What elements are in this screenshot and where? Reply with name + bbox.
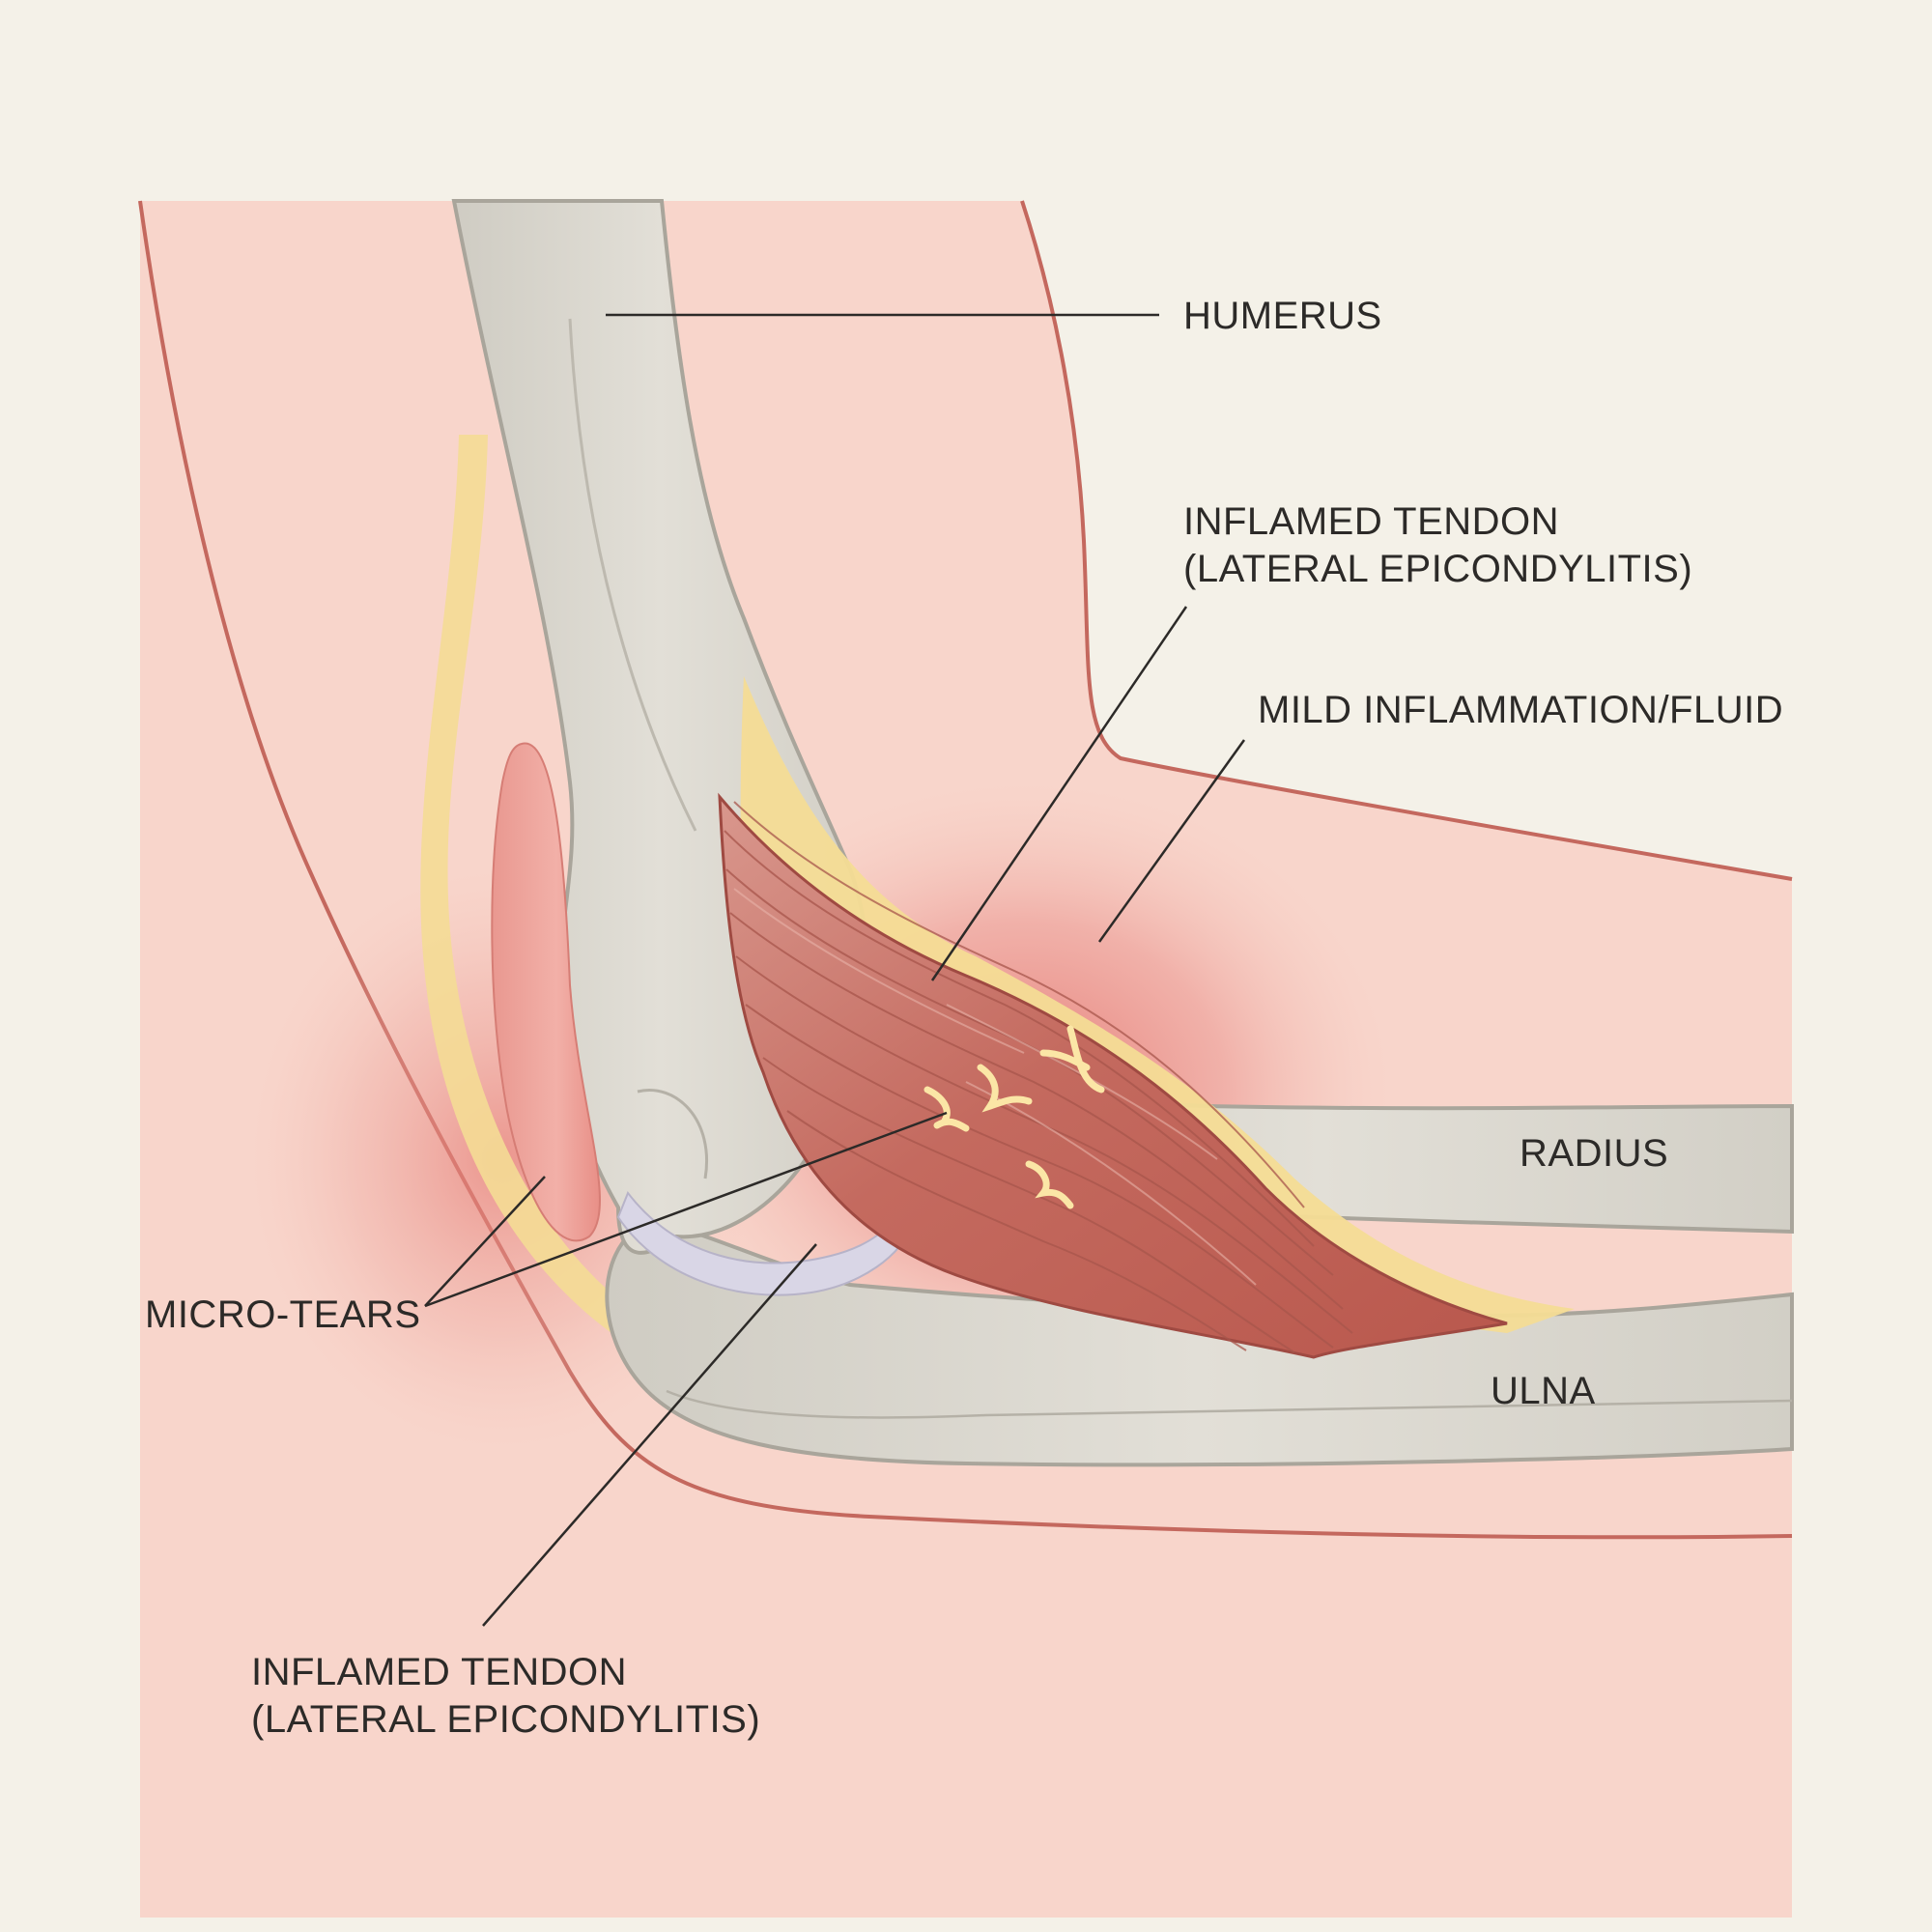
humerus-condyle-contour — [637, 1089, 708, 1179]
leader-fluid — [1097, 739, 1246, 943]
label-tendon-lower-line2: (LATERAL EPICONDYLITIS) — [251, 1698, 760, 1741]
posterior-bursa — [491, 742, 601, 1242]
leader-tendon-lower — [482, 1243, 817, 1627]
humerus-shaft-highlight — [568, 318, 697, 832]
micro-tear-3 — [923, 1086, 970, 1132]
leader-tendon-upper — [930, 606, 1188, 981]
label-fluid: MILD INFLAMMATION/FLUID — [1258, 689, 1783, 731]
arm-outline-anterior — [1020, 200, 1793, 881]
micro-tear-marks — [923, 1025, 1105, 1209]
synovial-sheath-posterior — [420, 435, 638, 1338]
ulna-inner-contour — [666, 1389, 1793, 1419]
label-tendon-lower-line1: INFLAMED TENDON — [251, 1651, 627, 1693]
label-micro-tears: MICRO-TEARS — [145, 1293, 421, 1336]
micro-tear-1 — [1039, 1025, 1105, 1094]
leader-microtears-b — [424, 1111, 948, 1308]
label-tendon-upper-line1: INFLAMED TENDON — [1183, 500, 1559, 543]
label-humerus: HUMERUS — [1183, 295, 1382, 337]
label-radius: RADIUS — [1520, 1132, 1668, 1175]
extensor-tendon-body — [718, 792, 1508, 1359]
ulna-bone — [605, 1223, 1794, 1467]
label-tendon-upper-line2: (LATERAL EPICONDYLITIS) — [1183, 548, 1692, 590]
micro-tear-4 — [1025, 1160, 1074, 1209]
labels: HUMERUS INFLAMED TENDON (LATERAL EPICOND… — [145, 295, 1783, 1741]
leader-lines — [424, 313, 1246, 1627]
micro-tear-2 — [977, 1064, 1033, 1113]
label-ulna: ULNA — [1491, 1370, 1596, 1412]
leader-microtears-a — [424, 1176, 546, 1307]
extensor-tendon — [718, 792, 1508, 1359]
